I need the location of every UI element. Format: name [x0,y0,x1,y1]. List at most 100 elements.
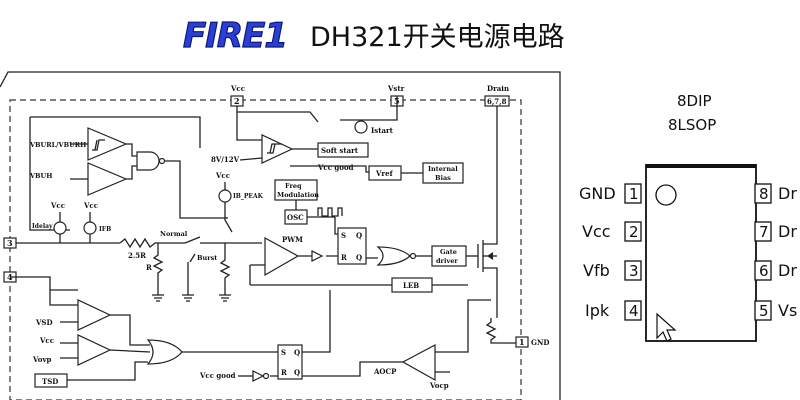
left-pin-3-name: Vfb [583,261,610,280]
ovp-comparator [77,334,112,366]
or-wires [109,314,278,353]
vocp-label: Vocp [429,381,449,390]
burst-comparator-1 [87,127,128,161]
lower-comp-wires [10,276,78,359]
tsd-wire [67,361,148,381]
vsd-label: VSD [35,318,53,327]
gate-driver-label-1: Gate [440,248,457,256]
ff1-q: Q [356,231,362,240]
left-pin-1-num: 1 [629,185,639,203]
ff2-q: Q [294,348,300,357]
right-pin-7-name: Dr [778,222,797,241]
normal-label: Normal [160,230,188,238]
pin-gnd-box [515,336,529,348]
mode-switch [184,236,262,263]
nor-gate [376,246,411,266]
nor-bubble [409,252,417,260]
right-pin-5: 5 Vs [754,300,797,321]
package-title-1: 8DIP [677,92,712,110]
sd-comparator [77,299,112,331]
ib-peak-wire [219,182,233,295]
istart-source [354,120,368,134]
vcc-good-wire [290,165,370,173]
sense-resistor [485,318,516,344]
fire1-logo: FIRE1 [183,16,287,56]
pin-gnd-label: GND [531,338,549,347]
soft-start-block [317,142,369,158]
page-title: DH321开关电源电路 [310,22,565,53]
left-pin-4-num: 4 [629,302,639,320]
pin-drain-label: Drain [487,84,509,93]
internal-bias-label-2: Bias [435,174,451,182]
aocp-comparator [401,344,436,382]
burst-comparator-2 [87,162,128,196]
resistor-r [152,243,164,295]
right-pin-7-num: 7 [759,223,769,241]
ff1-r: R [341,253,347,262]
pin1-dot [655,184,677,206]
nand-bubble-1 [158,157,166,165]
ic-boundary [9,99,522,400]
pwm-wires [249,255,338,285]
pin-fb-num: 3 [7,238,13,248]
resistor-2-5r [119,237,185,249]
uvlo-ref-wire [239,157,263,161]
right-pin-8-name: Dr [778,184,797,203]
pwm-label: PWM [282,235,303,244]
package-diagram: 8DIP 8LSOP GND 1 Vcc 2 Vfb 3 Ipk 4 [579,92,797,342]
osc-label: OSC [287,213,304,222]
hyst-icon [267,143,282,154]
or-gate [146,339,183,365]
ground-symbols [152,262,231,302]
chip-body [645,164,757,342]
vbuh-label: VBUH [29,172,52,180]
ff2-r: R [281,368,287,377]
vcc-good-top-label: Vcc good [317,163,354,172]
ifb-label: IFB [99,226,111,233]
vcc-b-label: Vcc [83,201,98,210]
pin-drain-num: 6,7,8 [487,97,507,106]
left-pin-4: Ipk 4 [585,300,642,321]
ff1-out-wires [334,217,378,259]
right-pin-5-num: 5 [759,302,769,320]
right-pin-8-num: 8 [759,185,769,203]
vburl-label: VBURL/VBURH [29,141,86,149]
gate-driver-label-2: driver [436,257,458,265]
right-pin-6-name: Dr [778,261,797,280]
istart-label: Istart [371,126,394,135]
ib-peak-source [218,189,232,203]
buffer-icon [311,250,324,262]
ff1-s: S [341,231,346,240]
right-pin-7: 7 Dr [754,221,797,242]
fb-wire [16,212,120,244]
internal-bias-block [422,162,464,184]
ifb-source [83,221,97,235]
r-label: R [146,263,152,272]
vcc-d-label: Vcc [39,336,54,345]
vcc-good-bottom-label: Vcc good [199,371,236,380]
ff2-wires [270,290,331,377]
ff2-qb: Q [294,368,300,377]
left-pin-1: GND 1 [579,183,642,204]
comp-in-wires [29,116,201,231]
left-pin-2-name: Vcc [582,222,611,241]
right-pin-5-name: Vs [778,301,797,320]
ff2-s: S [281,348,286,357]
right-pin-6-num: 6 [759,262,769,280]
left-pin-1-name: GND [579,184,616,203]
mouse-cursor-icon [656,312,677,342]
vstr-line [340,96,498,236]
tsd-label: TSD [42,377,58,386]
r-2-5-label: 2.5R [128,251,146,260]
vref-label: Vref [375,169,394,178]
idelay-source [53,221,67,235]
left-pin-2: Vcc 2 [582,221,642,242]
nand-in-wires [126,143,228,219]
ib-peak-label: IB_PEAK [233,193,264,200]
inverter-bubble [262,372,270,380]
soft-start-label: Soft start [321,146,359,155]
pin-vcc-num: 2 [234,96,240,106]
sense-feedback [450,299,491,353]
internal-bias-label-1: Internal [428,165,458,173]
